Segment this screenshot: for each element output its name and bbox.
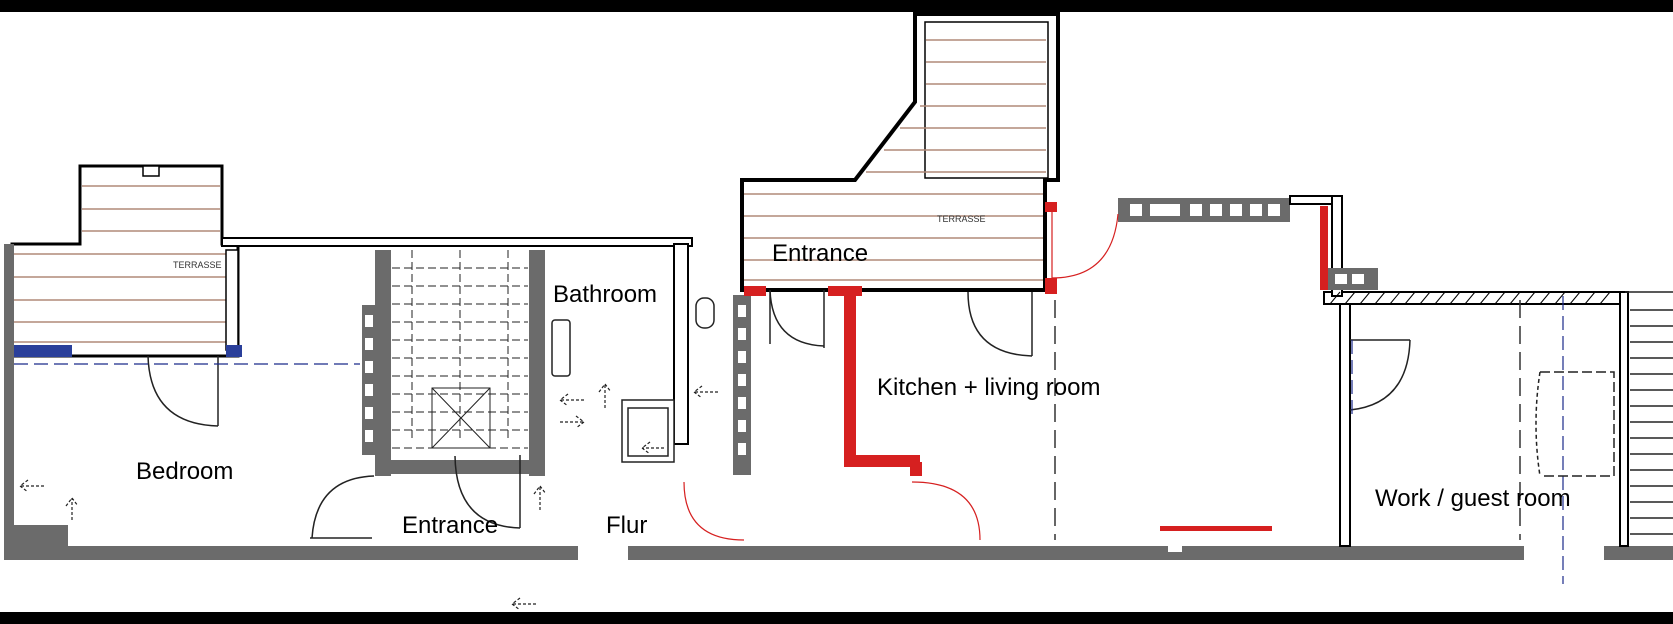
left-terrace-label: TERRASSE bbox=[173, 260, 222, 270]
room-divider-lines bbox=[1054, 300, 1521, 540]
bathroom-fixtures bbox=[551, 297, 715, 463]
bedroom-corner-block bbox=[8, 525, 68, 547]
room-label-entrance-lower: Entrance bbox=[402, 512, 499, 539]
left-terrace bbox=[8, 164, 242, 358]
staircase bbox=[392, 250, 528, 449]
room-label-flur: Flur bbox=[606, 512, 648, 539]
doors bbox=[147, 289, 1411, 539]
new-walls bbox=[744, 202, 1328, 531]
room-label-work-guest: Work / guest room bbox=[1375, 485, 1571, 512]
room-label-bedroom: Bedroom bbox=[136, 458, 234, 485]
upper-terrace-label: TERRASSE bbox=[937, 214, 986, 224]
bottom-border bbox=[0, 612, 1673, 624]
red-door-swings bbox=[683, 212, 1119, 541]
axis-lines bbox=[14, 296, 1564, 584]
top-border bbox=[0, 0, 1673, 12]
kitchen-block-window-b bbox=[1352, 274, 1364, 284]
room-label-bathroom: Bathroom bbox=[553, 281, 658, 308]
direction-arrows bbox=[19, 383, 718, 611]
wall-hatching bbox=[1329, 291, 1611, 305]
kitchen-block-window-a bbox=[1335, 274, 1347, 284]
room-label-entrance-upper: Entrance bbox=[772, 240, 869, 267]
stair-landing bbox=[431, 387, 491, 449]
room-label-kitchen-living: Kitchen + living room bbox=[877, 374, 1101, 401]
upper-terrace bbox=[740, 12, 1060, 292]
right-exterior-stairs bbox=[1535, 291, 1673, 535]
